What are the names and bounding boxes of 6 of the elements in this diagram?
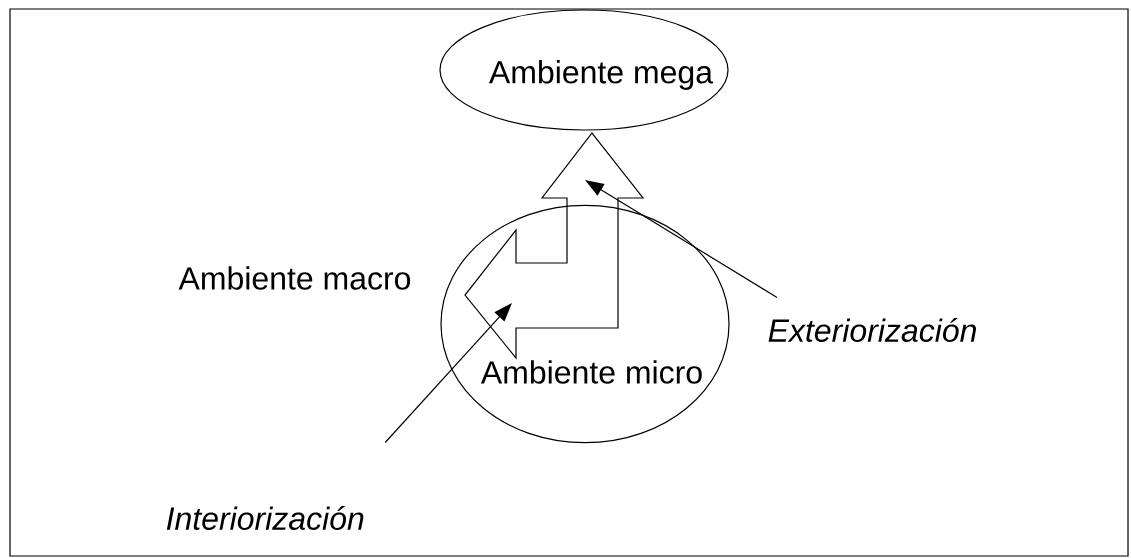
block-arrow [464, 132, 645, 360]
region-label: Ambiente macro [178, 266, 411, 290]
annotation-text: Interiorización [166, 506, 364, 530]
leader-line [585, 180, 778, 299]
leader-line [384, 303, 512, 444]
annotation-text: Exteriorización [768, 318, 976, 342]
